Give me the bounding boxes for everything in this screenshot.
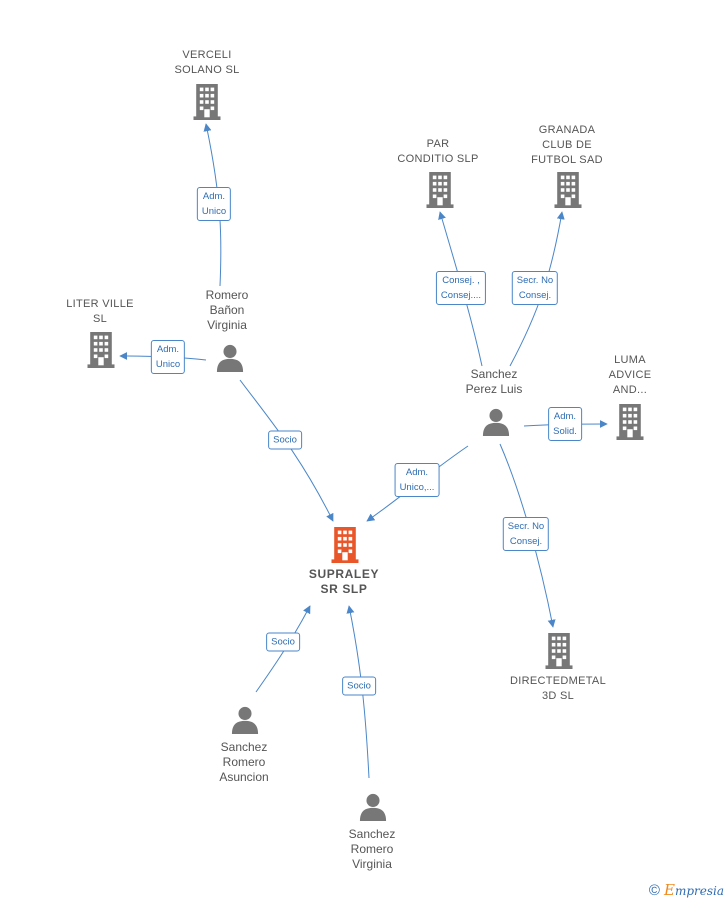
empresia-logo: Empresia	[663, 881, 724, 899]
node-label-sanchez-asuncion[interactable]: Sanchez Romero Asuncion	[219, 740, 269, 784]
node-label-verceli[interactable]: VERCELI SOLANO SL	[174, 49, 240, 76]
edge-label-virginia-supraley[interactable]: Socio	[342, 676, 376, 696]
edge-label-sanchez-par[interactable]: Consej. , Consej....	[435, 271, 487, 305]
edge-label-sanchez-directedmetal[interactable]: Secr. No Consej.	[502, 517, 550, 551]
directedmetal-building-icon[interactable]	[545, 633, 573, 669]
node-label-sanchez-virginia[interactable]: Sanchez Romero Virginia	[348, 827, 396, 871]
edge-romero-supraley	[239, 379, 334, 522]
node-label-romero[interactable]: Romero Bañon Virginia	[205, 288, 249, 332]
edge-label-sanchez-luma[interactable]: Adm. Solid.	[548, 407, 582, 441]
edge-label-asuncion-supraley[interactable]: Socio	[266, 632, 300, 652]
granada-building-icon[interactable]	[554, 172, 582, 208]
edge-label-sanchez-supraley[interactable]: Adm. Unico,...	[394, 463, 440, 497]
verceli-building-icon[interactable]	[193, 84, 221, 120]
node-label-luma[interactable]: LUMA ADVICE AND...	[608, 354, 652, 396]
edge-asuncion-supraley	[255, 605, 311, 693]
supraley-building-icon[interactable]	[331, 527, 359, 563]
node-label-liter[interactable]: LITER VILLE SL	[66, 298, 134, 325]
node-label-directedmetal[interactable]: DIRECTEDMETAL 3D SL	[510, 675, 606, 702]
liter-building-icon[interactable]	[87, 332, 115, 368]
copyright-icon: ©	[648, 881, 660, 899]
node-label-granada[interactable]: GRANADA CLUB DE FUTBOL SAD	[531, 124, 603, 166]
nodes-layer	[87, 84, 644, 821]
edge-label-romero-liter[interactable]: Adm. Unico	[150, 340, 186, 374]
empresia-credit[interactable]: © Empresia	[649, 881, 724, 899]
node-label-par[interactable]: PAR CONDITIO SLP	[397, 138, 479, 165]
edge-label-romero-supraley[interactable]: Socio	[268, 430, 302, 450]
node-label-sanchez-luis[interactable]: Sanchez Perez Luis	[465, 367, 523, 396]
romero-person-icon[interactable]	[216, 344, 244, 372]
node-label-supraley[interactable]: SUPRALEY SR SLP	[308, 567, 380, 596]
sanchez-luis-person-icon[interactable]	[482, 408, 510, 436]
edge-label-sanchez-granada[interactable]: Secr. No Consej.	[511, 271, 559, 305]
sanchez-asuncion-person-icon[interactable]	[231, 706, 259, 734]
luma-building-icon[interactable]	[616, 404, 644, 440]
sanchez-virginia-person-icon[interactable]	[359, 793, 387, 821]
edge-label-romero-verceli[interactable]: Adm. Unico	[196, 187, 232, 221]
par-building-icon[interactable]	[426, 172, 454, 208]
